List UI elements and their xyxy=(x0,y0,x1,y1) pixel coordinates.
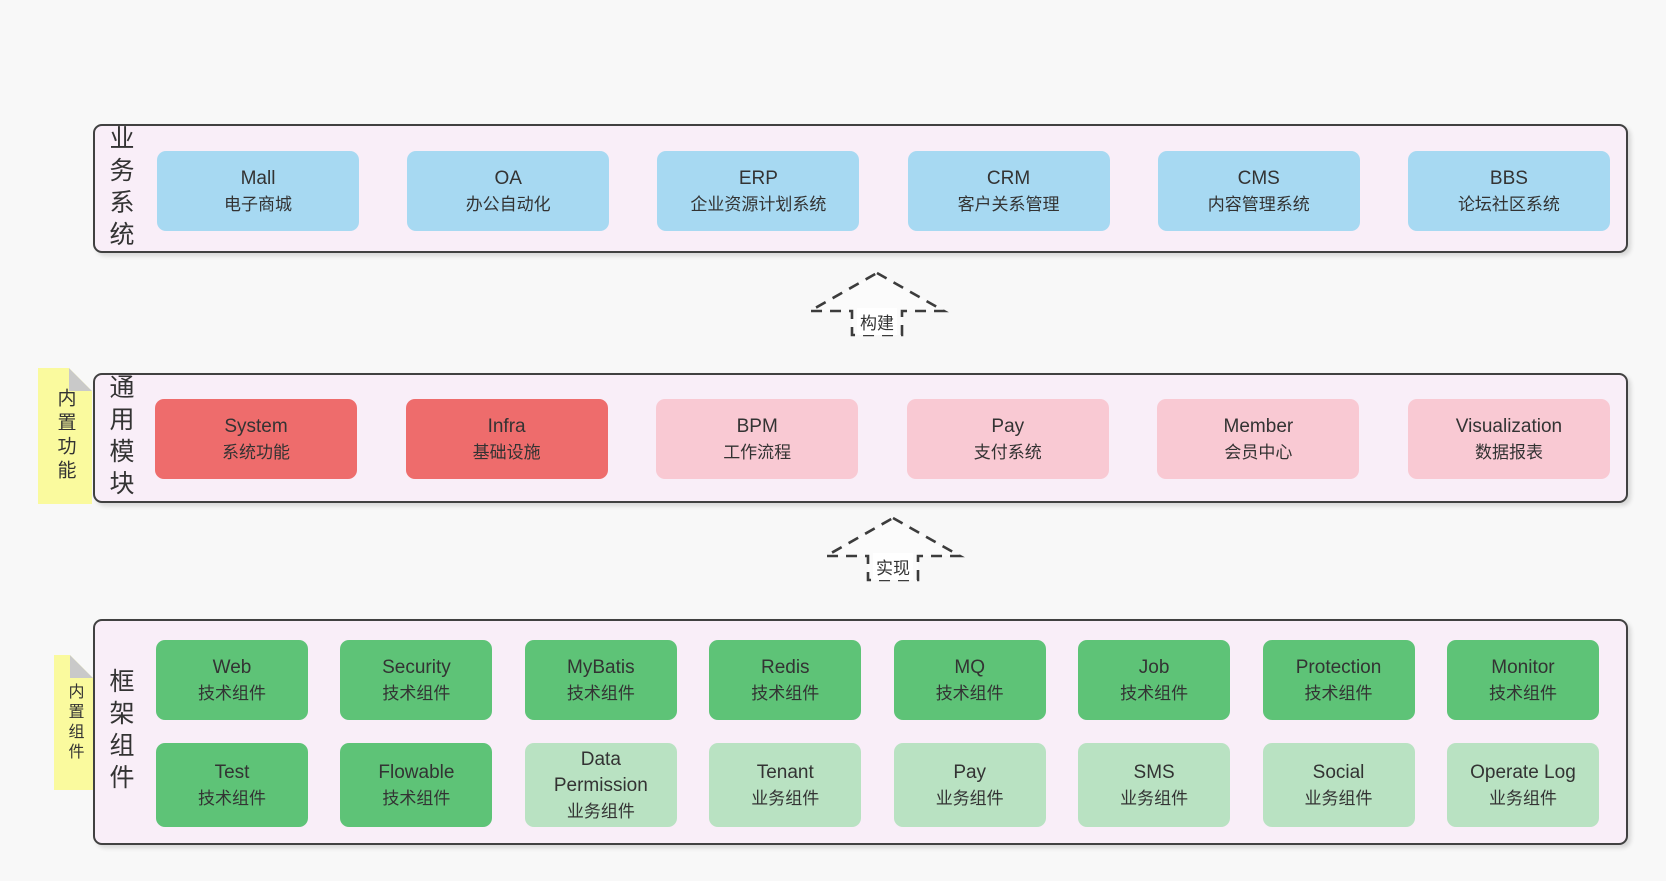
framework-box-row-1: Web 技术组件 Security 技术组件 MyBatis 技术组件 Redi… xyxy=(156,640,1599,720)
box-web: Web 技术组件 xyxy=(156,640,308,720)
box-flowable: Flowable 技术组件 xyxy=(340,743,493,827)
box-protection: Protection 技术组件 xyxy=(1262,640,1415,720)
box-tenant: Tenant 业务组件 xyxy=(709,743,862,827)
arrow-build-label: 构建 xyxy=(857,308,897,335)
box-pay-module: Pay 支付系统 xyxy=(906,399,1109,479)
box-monitor: Monitor 技术组件 xyxy=(1446,640,1599,720)
modules-box-row: System 系统功能 Infra 基础设施 BPM 工作流程 Pay 支付系统… xyxy=(155,399,1610,479)
box-mq: MQ 技术组件 xyxy=(893,640,1046,720)
box-social: Social 业务组件 xyxy=(1262,743,1415,827)
up-arrow-icon xyxy=(805,271,949,337)
box-mall: Mall 电子商城 xyxy=(157,151,359,231)
panel-framework-components: 框架组件 Web 技术组件 Security 技术组件 MyBatis 技术组件… xyxy=(93,619,1628,845)
box-data-permission: Data Permission 业务组件 xyxy=(524,743,677,827)
folded-corner-icon xyxy=(70,655,93,678)
box-test: Test 技术组件 xyxy=(156,743,308,827)
box-oa: OA 办公自动化 xyxy=(407,151,610,231)
box-sms: SMS 业务组件 xyxy=(1078,743,1231,827)
section-label-business: 业务系统 xyxy=(106,124,134,253)
box-bpm: BPM 工作流程 xyxy=(656,399,859,479)
box-member: Member 会员中心 xyxy=(1157,399,1360,479)
box-pay-component: Pay 业务组件 xyxy=(893,743,1046,827)
arrow-build: 构建 xyxy=(805,270,949,338)
box-infra: Infra 基础设施 xyxy=(405,399,608,479)
box-job: Job 技术组件 xyxy=(1078,640,1231,720)
framework-box-row-2: Test 技术组件 Flowable 技术组件 Data Permission … xyxy=(156,743,1599,827)
tag-built-in-components: 内置组件 xyxy=(54,655,93,790)
section-label-framework: 框架组件 xyxy=(106,668,134,796)
box-visualization: Visualization 数据报表 xyxy=(1407,399,1610,479)
box-operate-log: Operate Log 业务组件 xyxy=(1446,743,1599,827)
business-box-row: Mall 电子商城 OA 办公自动化 ERP 企业资源计划系统 CRM 客户关系… xyxy=(157,151,1610,231)
arrow-implement-label: 实现 xyxy=(873,553,913,580)
panel-business-systems: 业务系统 Mall 电子商城 OA 办公自动化 ERP 企业资源计划系统 CRM… xyxy=(93,124,1628,253)
section-label-modules: 通用模块 xyxy=(106,374,134,502)
up-arrow-icon xyxy=(821,516,965,582)
box-mybatis: MyBatis 技术组件 xyxy=(524,640,677,720)
box-erp: ERP 企业资源计划系统 xyxy=(657,151,860,231)
box-security: Security 技术组件 xyxy=(340,640,493,720)
box-crm: CRM 客户关系管理 xyxy=(907,151,1110,231)
arrow-implement: 实现 xyxy=(821,515,965,583)
tag-built-in-functions: 内置功能 xyxy=(38,368,92,504)
box-redis: Redis 技术组件 xyxy=(709,640,862,720)
box-system: System 系统功能 xyxy=(155,399,357,479)
panel-common-modules: 通用模块 System 系统功能 Infra 基础设施 BPM 工作流程 Pay… xyxy=(93,373,1628,503)
box-bbs: BBS 论坛社区系统 xyxy=(1407,151,1610,231)
box-cms: CMS 内容管理系统 xyxy=(1157,151,1360,231)
